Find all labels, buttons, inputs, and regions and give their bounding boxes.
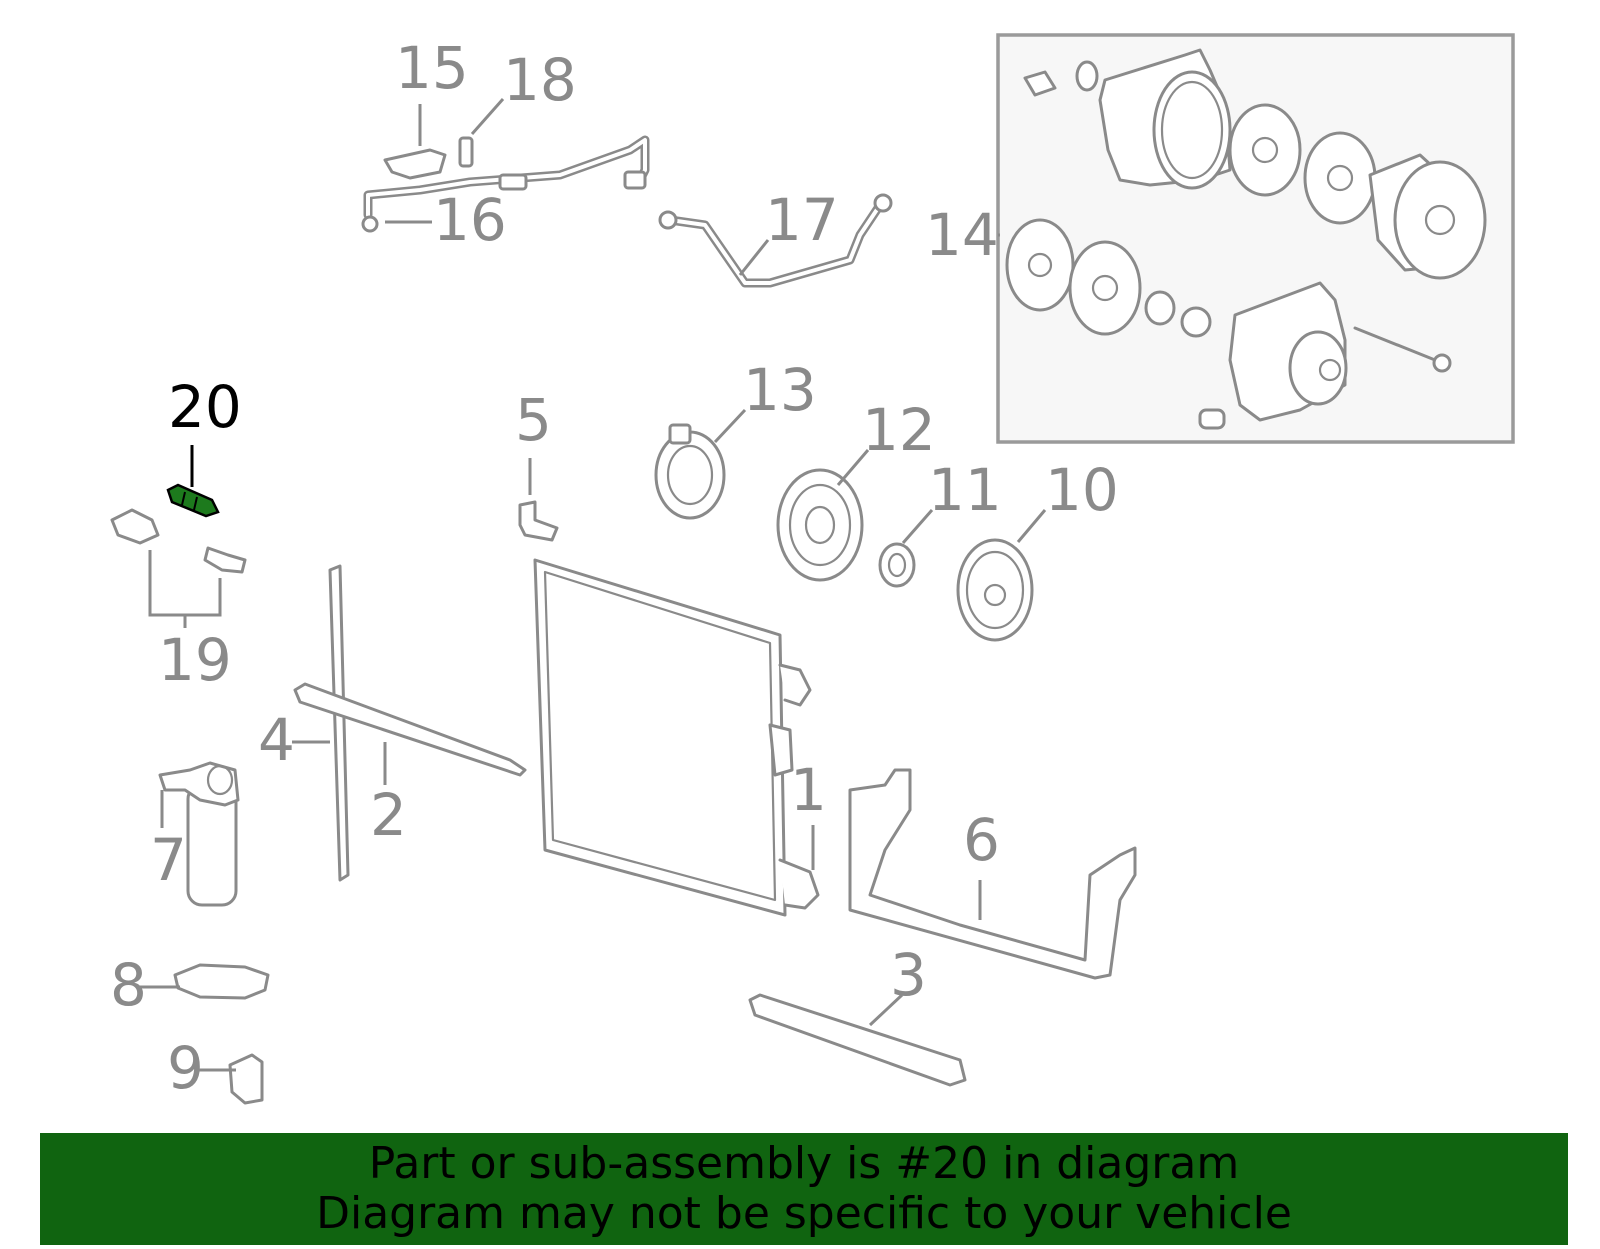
clutch-parts	[654, 423, 1034, 642]
callout-13: 13	[743, 356, 817, 424]
callout-7: 7	[150, 826, 187, 894]
callout-17: 17	[765, 186, 839, 254]
callout-8: 8	[110, 951, 147, 1019]
callout-11: 11	[928, 456, 1002, 524]
callout-5: 5	[515, 386, 552, 454]
callout-3: 3	[890, 941, 927, 1009]
ac-line	[658, 193, 893, 288]
footer-line-1: Part or sub-assembly is #20 in diagram	[368, 1138, 1240, 1189]
callout-1: 1	[790, 756, 827, 824]
seal-strip-3	[748, 993, 967, 1087]
highlighted-part-20[interactable]	[166, 483, 220, 518]
leader-lines	[140, 98, 1047, 1072]
hose-assembly	[361, 135, 650, 233]
callout-6: 6	[963, 806, 1000, 874]
receiver-drier	[158, 761, 240, 907]
callout-16: 16	[433, 186, 507, 254]
callout-20: 20	[168, 373, 242, 441]
callout-9: 9	[167, 1034, 204, 1102]
callout-10: 10	[1045, 456, 1119, 524]
callout-19: 19	[158, 626, 232, 694]
callout-4: 4	[258, 706, 295, 774]
callout-18: 18	[503, 46, 577, 114]
compressor-inset	[996, 33, 1515, 444]
seal-strip-4	[328, 564, 350, 882]
bracket-9	[228, 1053, 264, 1105]
seal-strip-2	[293, 682, 527, 777]
pressure-switches	[110, 508, 247, 574]
bracket-8	[173, 963, 270, 1000]
callout-14: 14	[925, 201, 999, 269]
callout-labels: 1 2 3 4 5 6 7 8 9 10 11 12 13 14 15 16 1…	[110, 34, 1119, 1102]
condenser	[533, 558, 820, 917]
footer-line-2: Diagram may not be specific to your vehi…	[316, 1188, 1292, 1239]
footer-banner: Part or sub-assembly is #20 in diagram D…	[40, 1133, 1568, 1245]
callout-12: 12	[862, 396, 936, 464]
bracket-5	[518, 500, 559, 542]
callout-2: 2	[370, 781, 407, 849]
callout-15: 15	[395, 34, 469, 102]
bracket-6	[848, 768, 1137, 980]
